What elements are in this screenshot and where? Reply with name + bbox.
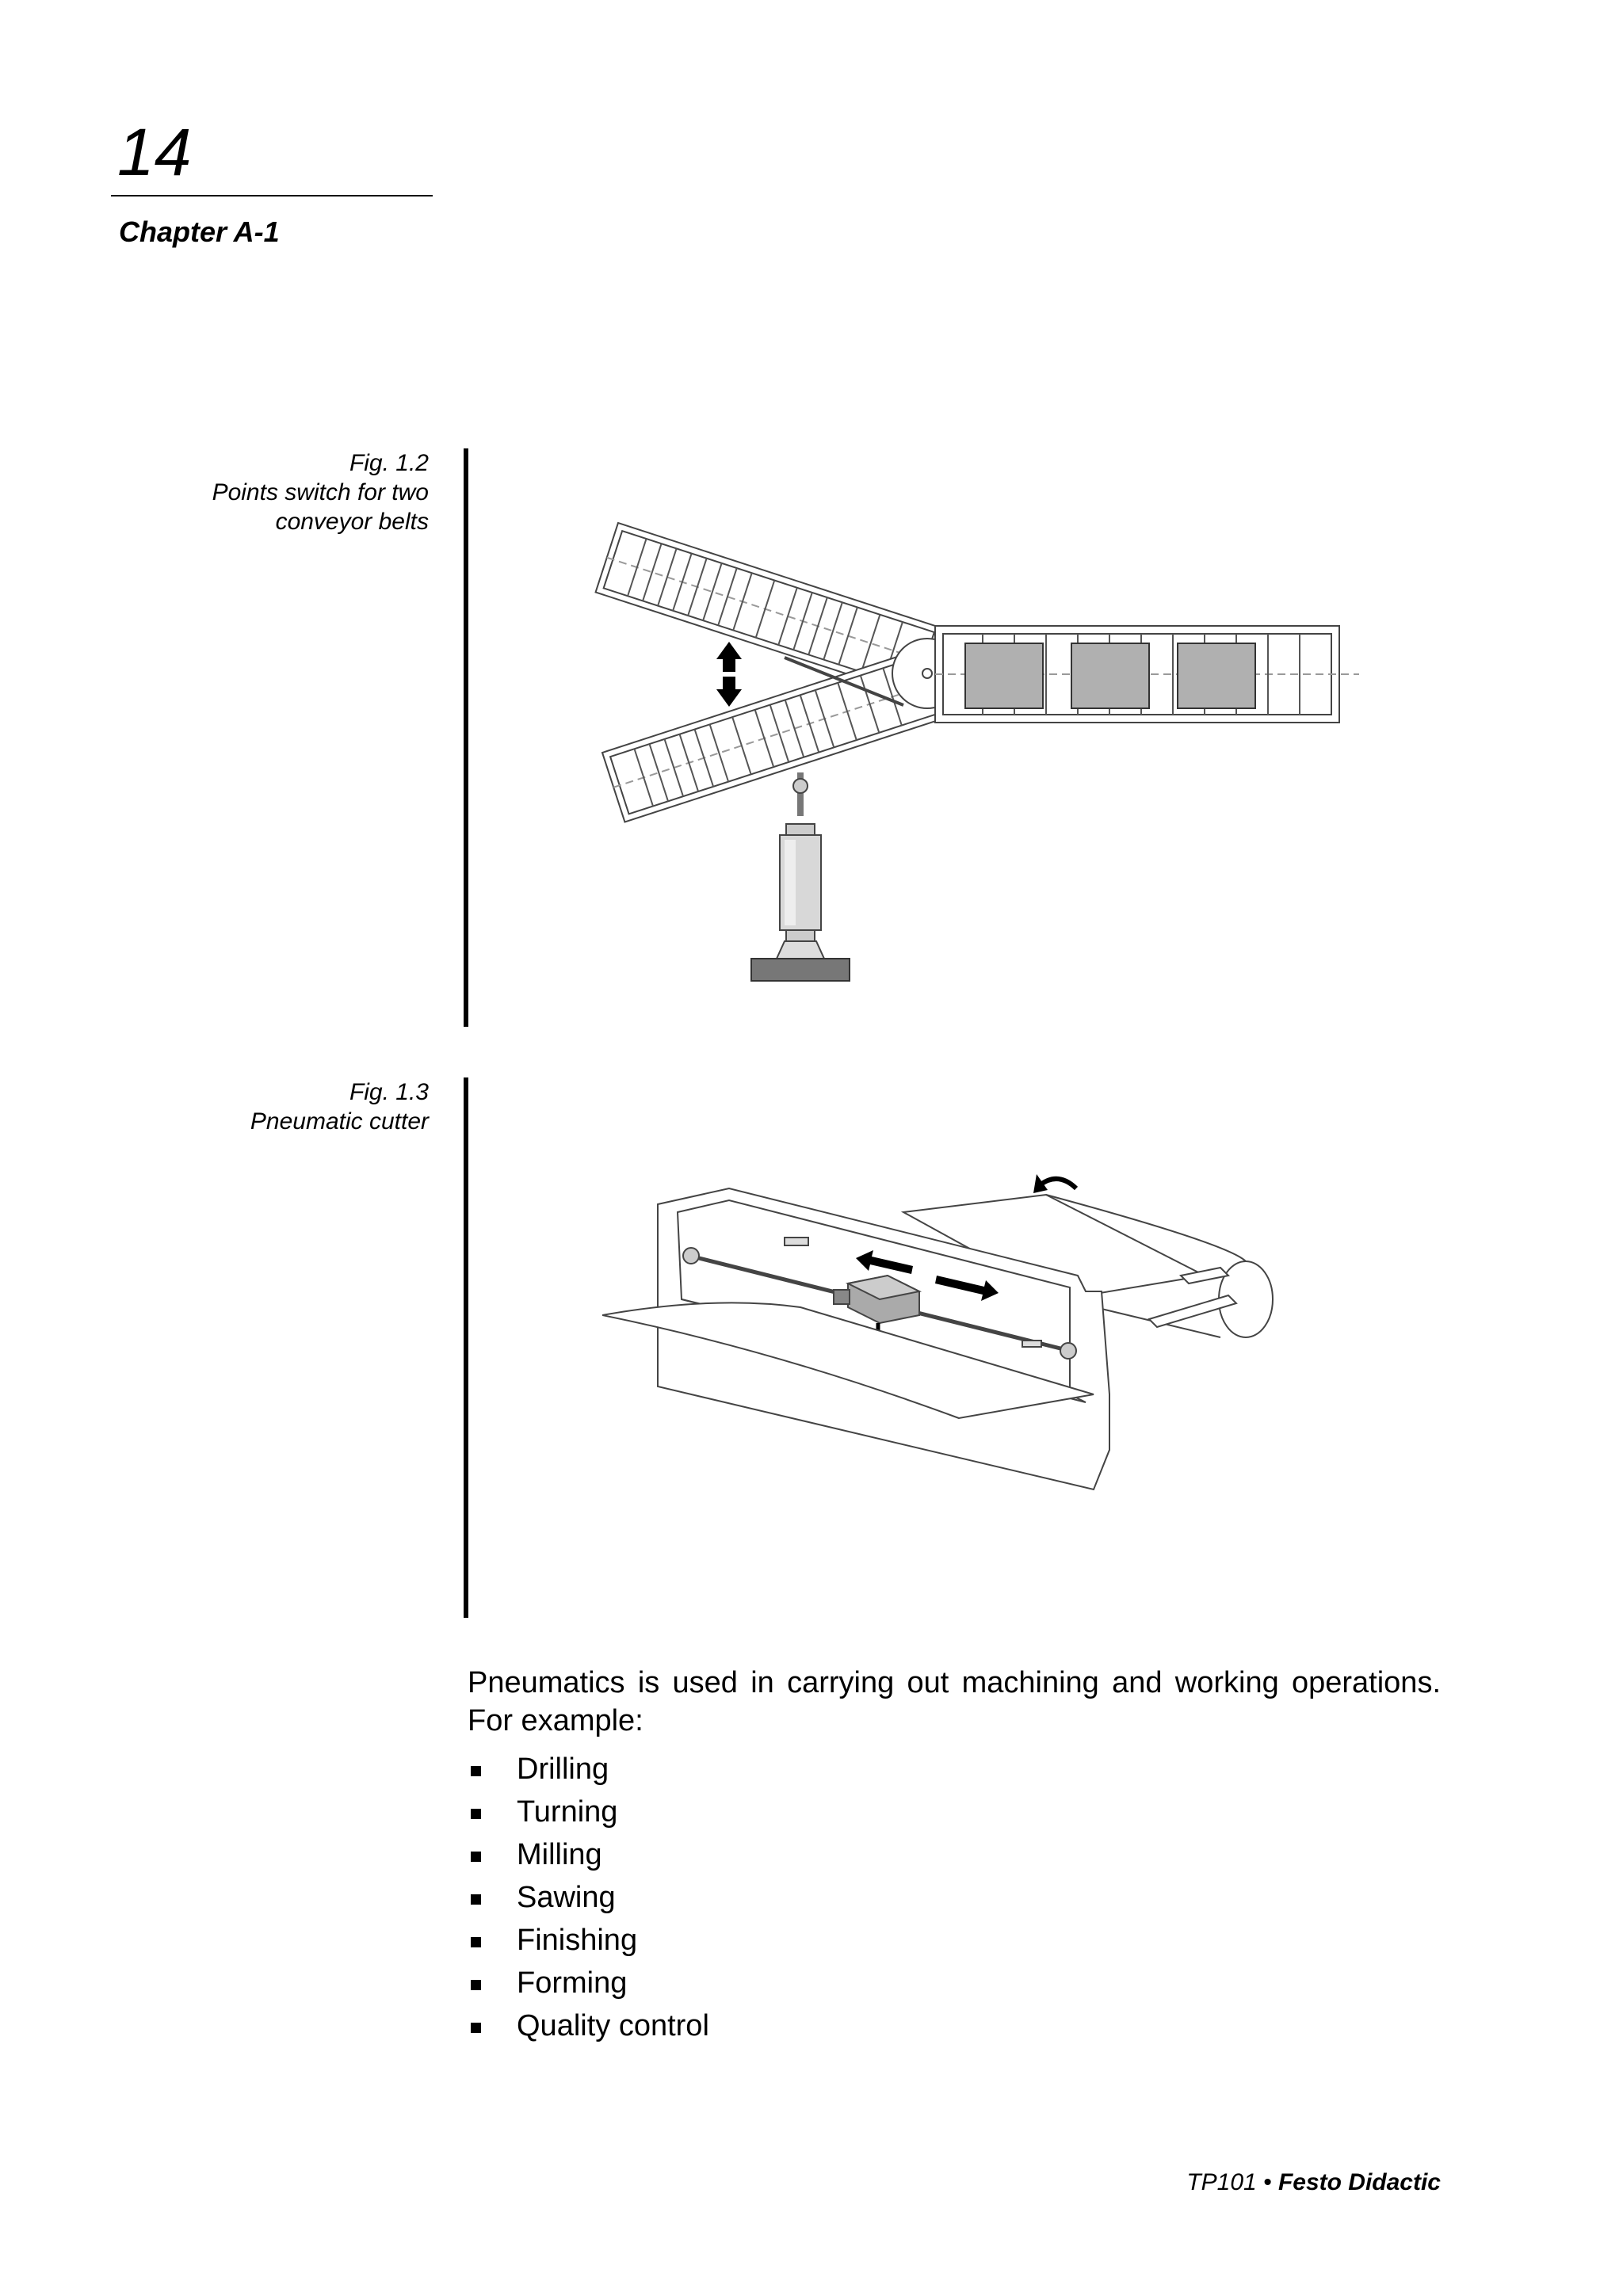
workpiece-box: [1177, 643, 1256, 709]
fig-1-3-margin-bar: [464, 1077, 468, 1618]
lower-conveyor-belt: [601, 646, 950, 823]
workpiece-box: [964, 643, 1044, 709]
square-bullet-icon: [471, 1894, 481, 1905]
square-bullet-icon: [471, 1852, 481, 1862]
fig-1-3-pneumatic-cutter-illustration: [602, 1174, 1274, 1491]
square-bullet-icon: [471, 1766, 481, 1776]
list-item-label: Milling: [517, 1838, 602, 1871]
list-item-label: Quality control: [517, 2009, 709, 2042]
fig-1-2-caption: Fig. 1.2 Points switch for two conveyor …: [212, 448, 429, 536]
fig-1-3-caption: Fig. 1.3 Pneumatic cutter: [250, 1077, 429, 1136]
output-conveyor-belt: [934, 625, 1359, 723]
paper-sheet: [602, 1302, 1094, 1420]
fig-1-2-conveyor-switch-illustration: [594, 521, 1359, 982]
fig-1-2-margin-bar: [464, 448, 468, 1027]
upper-conveyor-belt: [594, 521, 944, 699]
fig-1-3-caption-line: Pneumatic cutter: [250, 1108, 429, 1135]
square-bullet-icon: [471, 2023, 481, 2033]
square-bullet-icon: [471, 1937, 481, 1947]
list-item-label: Turning: [517, 1795, 618, 1829]
list-item-label: Sawing: [517, 1881, 616, 1914]
fig-1-2-caption-line: Points switch for two: [212, 479, 429, 505]
page-footer: TP101 • Festo Didactic: [1186, 2169, 1441, 2196]
fig-1-3-number: Fig. 1.3: [349, 1079, 429, 1105]
footer-publisher: Festo Didactic: [1277, 2169, 1441, 2195]
fig-1-2-number: Fig. 1.2: [349, 450, 429, 476]
cylinder-base: [750, 958, 850, 982]
square-bullet-icon: [471, 1809, 481, 1819]
body-paragraph: Pneumatics is used in carrying out machi…: [468, 1666, 1441, 1737]
footer-separator: •: [1263, 2169, 1272, 2195]
list-item: Forming: [468, 1962, 709, 2004]
list-item: Quality control: [468, 2004, 709, 2047]
footer-code: TP101: [1186, 2169, 1257, 2195]
workpiece-box: [1071, 643, 1150, 709]
list-item-label: Finishing: [517, 1924, 638, 1957]
list-item: Turning: [468, 1791, 709, 1833]
left-right-arrow-icon: [856, 1250, 999, 1301]
operations-list: Drilling Turning Milling Sawing Finishin…: [468, 1748, 709, 2047]
fig-1-2-caption-line: conveyor belts: [275, 509, 429, 535]
header-rule: [111, 195, 433, 196]
list-item: Finishing: [468, 1919, 709, 1962]
chapter-label: Chapter A-1: [119, 215, 280, 248]
list-item-label: Drilling: [517, 1753, 609, 1786]
pneumatic-cylinder: [775, 772, 826, 959]
list-item: Sawing: [468, 1876, 709, 1919]
list-item: Milling: [468, 1833, 709, 1876]
square-bullet-icon: [471, 1980, 481, 1990]
page-number: 14: [117, 115, 192, 189]
list-item-label: Forming: [517, 1966, 628, 2000]
list-item: Drilling: [468, 1748, 709, 1791]
up-down-arrow-icon: [716, 642, 742, 707]
